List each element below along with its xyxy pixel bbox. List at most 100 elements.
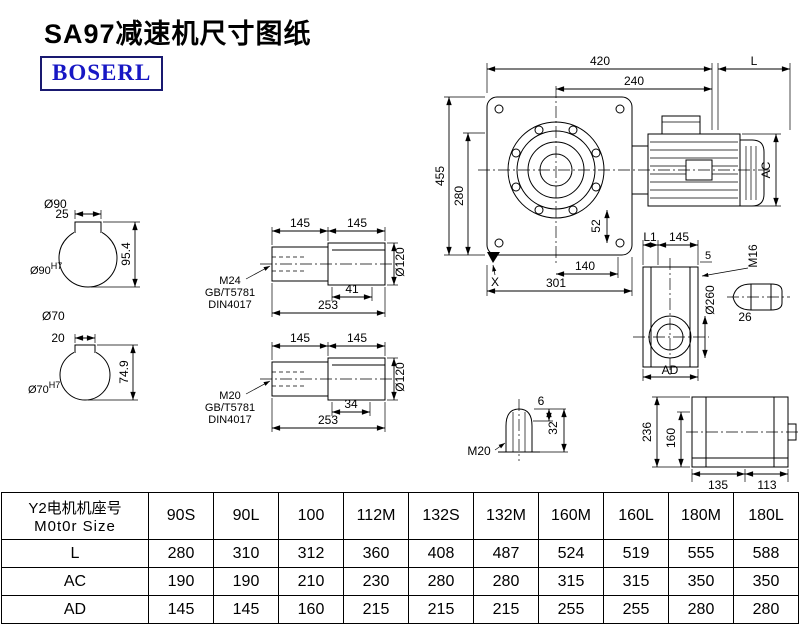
dim-key-width-70: 20 <box>51 331 65 345</box>
table-header-row: Y2电机机座号 M0t0r Size 90S 90L 100 112M 132S… <box>1 492 799 540</box>
label-shaft2-thread: M20 <box>219 390 240 402</box>
label-M20-plug: M20 <box>467 444 491 458</box>
table-cell: 312 <box>278 539 344 568</box>
table-cell: 280 <box>473 567 539 596</box>
table-cell: 215 <box>408 595 474 624</box>
bore-90-text: Ø90 <box>30 265 51 277</box>
col-112M: 112M <box>343 492 409 540</box>
bore-70-text: Ø70 <box>28 384 49 396</box>
keyway-90 <box>74 221 102 233</box>
table-cell: 310 <box>213 539 279 568</box>
col-180M: 180M <box>668 492 734 540</box>
plug-detail: M20 6 32 <box>467 394 568 461</box>
dim-shaft2-seg1: 145 <box>290 331 310 345</box>
table-cell: 280 <box>148 539 214 568</box>
dim-236: 236 <box>640 422 654 442</box>
dim-113: 113 <box>757 478 776 492</box>
table-cell: 408 <box>408 539 474 568</box>
table-cell: 350 <box>668 567 734 596</box>
dim-dia260: Ø260 <box>703 285 717 315</box>
motor-size-table: Y2电机机座号 M0t0r Size 90S 90L 100 112M 132S… <box>1 492 799 624</box>
dim-AC: AC <box>759 161 773 178</box>
table-cell: 190 <box>213 567 279 596</box>
table-cell: 210 <box>278 567 344 596</box>
bore-90-fit: H7 <box>51 261 63 271</box>
row-label-AD: AD <box>1 595 149 624</box>
dim-145-side: 145 <box>669 230 689 244</box>
page-title: SA97减速机尺寸图纸 <box>44 19 312 49</box>
bore-section-70: 20 74.9 Ø70 Ø70H7 <box>28 309 138 401</box>
dim-160: 160 <box>664 428 678 448</box>
label-dia-70: Ø70 <box>42 309 65 323</box>
output-bore-circle <box>539 153 573 187</box>
table-cell: 280 <box>408 567 474 596</box>
label-dia-90: Ø90 <box>44 197 67 211</box>
table-cell: 487 <box>473 539 539 568</box>
dim-L1: L1 <box>643 230 657 244</box>
keyway-70 <box>74 344 96 353</box>
table-header-motor-size: Y2电机机座号 M0t0r Size <box>1 492 149 540</box>
dim-52: 52 <box>589 219 603 233</box>
header-line2: M0t0r Size <box>34 518 116 535</box>
dim-280: 280 <box>452 186 466 206</box>
table-cell: 315 <box>538 567 604 596</box>
table-cell: 555 <box>668 539 734 568</box>
technical-drawing: 25 95.4 Ø90 Ø90H7 20 74.9 Ø70 Ø70H7 <box>28 54 799 492</box>
row-label-L: L <box>1 539 149 568</box>
table-cell: 230 <box>343 567 409 596</box>
main-view: 420 240 L 455 280 AC 52 140 301 X <box>433 54 791 296</box>
label-shaft1-std1: GB/T5781 <box>205 287 255 299</box>
col-180L: 180L <box>733 492 799 540</box>
table-cell: 315 <box>603 567 669 596</box>
bore-circle-90 <box>58 228 118 288</box>
dim-6: 6 <box>538 394 545 408</box>
terminal-box <box>661 115 701 135</box>
flange-circle-outer <box>507 121 605 219</box>
shaft-drawing-2: 145 145 Ø120 M20 GB/T5781 DIN4017 34 253 <box>205 331 407 432</box>
dim-5: 5 <box>705 250 711 262</box>
dim-140: 140 <box>575 259 595 273</box>
table-cell: 350 <box>733 567 799 596</box>
table-cell: 215 <box>343 595 409 624</box>
table-cell: 519 <box>603 539 669 568</box>
dim-301: 301 <box>546 276 566 290</box>
label-bore-70: Ø70H7 <box>28 380 60 396</box>
dim-135: 135 <box>708 478 728 492</box>
label-X: X <box>491 275 499 289</box>
dim-shaft1-seg2: 145 <box>347 216 367 230</box>
label-shaft2-std2: DIN4017 <box>208 414 251 426</box>
col-90S: 90S <box>148 492 214 540</box>
table-row-L: L 280 310 312 360 408 487 524 519 555 58… <box>1 539 799 568</box>
col-90L: 90L <box>213 492 279 540</box>
dim-shaft2-dia: Ø120 <box>393 362 407 392</box>
table-cell: 145 <box>213 595 279 624</box>
col-132S: 132S <box>408 492 474 540</box>
dim-240: 240 <box>624 74 644 88</box>
label-shaft2-std1: GB/T5781 <box>205 402 255 414</box>
table-cell: 280 <box>733 595 799 624</box>
table-cell: 215 <box>473 595 539 624</box>
table-cell: 145 <box>148 595 214 624</box>
table-cell: 588 <box>733 539 799 568</box>
dim-shaft1-total: 253 <box>318 298 338 312</box>
table-cell: 280 <box>668 595 734 624</box>
table-row-AD: AD 145 145 160 215 215 215 255 255 280 2… <box>1 595 799 624</box>
rear-view: 236 160 135 113 <box>640 396 799 492</box>
label-bore-90: Ø90H7 <box>30 261 62 277</box>
dim-455: 455 <box>433 166 447 186</box>
table-row-AC: AC 190 190 210 230 280 280 315 315 350 3… <box>1 567 799 596</box>
table-cell: 190 <box>148 567 214 596</box>
dim-AD: AD <box>662 363 679 377</box>
table-cell: 255 <box>538 595 604 624</box>
table-cell: 160 <box>278 595 344 624</box>
label-shaft1-thread: M24 <box>219 275 240 287</box>
dim-shaft2-seg2: 145 <box>347 331 367 345</box>
table-cell: 524 <box>538 539 604 568</box>
col-100: 100 <box>278 492 344 540</box>
dim-shaft2-total: 253 <box>318 413 338 427</box>
label-shaft1-std2: DIN4017 <box>208 299 251 311</box>
row-label-AC: AC <box>1 567 149 596</box>
table-cell: 255 <box>603 595 669 624</box>
boserl-logo: BOSERL <box>40 56 164 92</box>
